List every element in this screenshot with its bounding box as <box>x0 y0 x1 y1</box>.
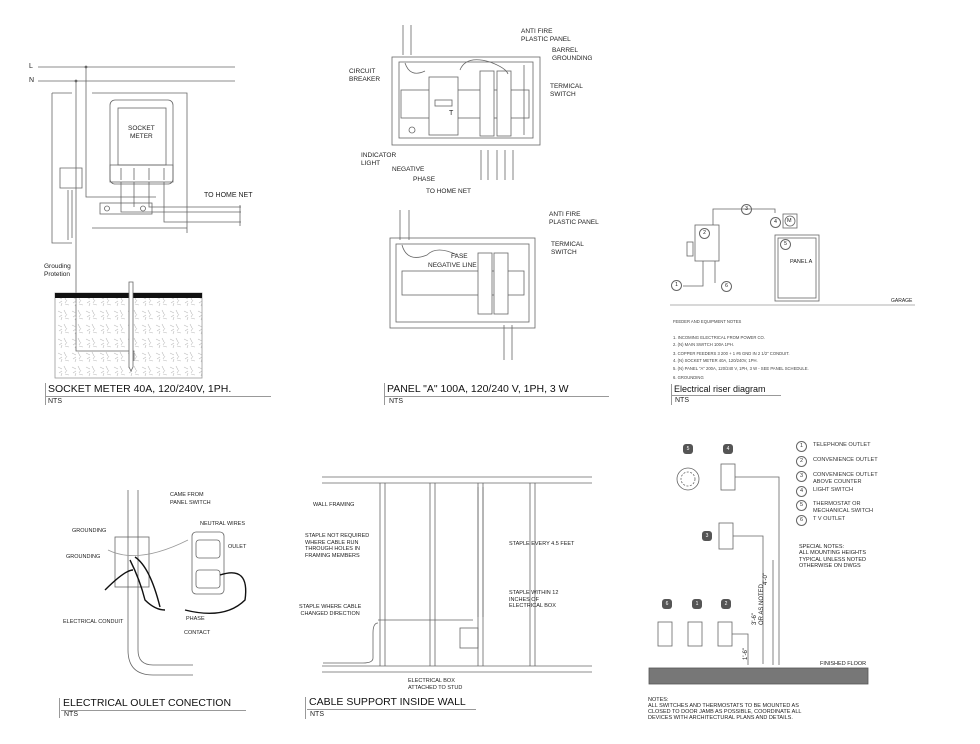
legend-text: CONVENIENCE OUTLET <box>813 457 878 463</box>
phase-label: PHASE <box>413 176 436 183</box>
riser-drawing <box>670 208 915 306</box>
dim-3ft6-label: 3'-6" OR AS NOTED <box>752 583 765 625</box>
breaker-mark: T <box>449 110 454 117</box>
legend-item: 1 TELEPHONE OUTLET <box>796 441 871 452</box>
to-home-net-label: TO HOME NET <box>204 192 253 199</box>
legend-number: 5 <box>796 500 807 511</box>
anti-fire-label: ANTI FIRE PLASTIC PANEL <box>521 28 571 43</box>
neutral-wires-label: NEUTRAL WIRES <box>200 521 246 527</box>
marker-2: 2 <box>699 228 710 239</box>
negative-line-label: NEGATIVE LINE <box>428 262 477 269</box>
diagram-title: SOCKET METER 40A, 120/240V, 1PH. <box>46 383 272 397</box>
socket-meter-drawing <box>38 65 241 379</box>
staple-direction-label: STAPLE WHERE CABLE CHANGED DIRECTION <box>299 604 362 617</box>
outlet-connection-drawing <box>104 490 247 676</box>
staple-every-label: STAPLE EVERY 4.5 FEET <box>509 541 575 547</box>
note-item: 5. (N) PANEL "A" 200A, 120/240 V, 1PH, 3… <box>673 366 809 371</box>
cable-support-drawing <box>322 476 592 673</box>
box-attached-label: ELECTRICAL BOX ATTACHED TO STUD <box>408 678 463 691</box>
terminal-switch-label: TERMICAL SWITCH <box>550 83 583 98</box>
scale-label: NTS <box>48 398 62 405</box>
hex-marker: 2 <box>721 599 731 609</box>
special-notes: SPECIAL NOTES: ALL MOUNTING HEIGHTS TYPI… <box>799 544 867 569</box>
scale-label: NTS <box>389 398 403 405</box>
title-bar <box>384 383 385 405</box>
note-item: 6. GROUNDING <box>673 375 704 380</box>
grounding-label: Grouding Protetion <box>44 263 71 278</box>
grounding-label: GROUNDING <box>72 528 107 534</box>
panel-bottom-drawing <box>389 210 536 360</box>
hex-marker: 6 <box>662 599 672 609</box>
legend-text: THERMOSTAT OR MECHANICAL SWITCH <box>813 501 874 514</box>
terminal-switch-label: TERMICAL SWITCH <box>551 241 584 256</box>
legend-text: LIGHT SWITCH <box>813 487 853 493</box>
wall-framing-label: WALL FRAMING <box>313 502 355 508</box>
legend-text: CONVENIENCE OUTLET ABOVE COUNTER <box>813 472 878 485</box>
came-from-label: CAME FROM PANEL SWITCH <box>170 492 211 506</box>
line-n-label: N <box>29 77 35 84</box>
hex-marker: 1 <box>692 599 702 609</box>
marker-1: 1 <box>671 280 682 291</box>
outlet-label: OULET <box>228 544 247 550</box>
marker-4: 4 <box>770 217 781 228</box>
meter-label: M <box>787 218 792 224</box>
diagram-title: CABLE SUPPORT INSIDE WALL <box>307 696 476 710</box>
panel-top-drawing <box>391 25 541 180</box>
legend-number: 1 <box>796 441 807 452</box>
staple-not-required-label: STAPLE NOT REQUIRED WHERE CABLE RUN THRO… <box>305 533 370 559</box>
hex-marker: 5 <box>683 444 693 454</box>
legend-number: 2 <box>796 456 807 467</box>
scale-label: NTS <box>675 397 689 404</box>
to-home-net-label: TO HOME NET <box>426 188 472 195</box>
legend-item: 6 T V OUTLET <box>796 515 845 526</box>
hex-marker: 4 <box>723 444 733 454</box>
note-item: 2. (N) MAIN SWITCH 100A 1PH. <box>673 342 734 347</box>
negative-label: NEGATIVE <box>392 166 425 173</box>
marker-3: 3 <box>741 204 752 215</box>
title-bar <box>59 698 60 718</box>
staple-within-label: STAPLE WITHIN 12 INCHES OF ELECTRICAL BO… <box>509 590 559 609</box>
marker-6: 6 <box>721 281 732 292</box>
notes-header: FEEDER AND EQUIPMENT NOTES <box>673 319 742 324</box>
note-item: 1. INCOMING ELECTRICAL FROM POWER CO. <box>673 335 765 340</box>
anti-fire-label: ANTI FIRE PLASTIC PANEL <box>549 211 599 226</box>
marker-5: 5 <box>780 239 791 250</box>
title-bar <box>305 697 306 719</box>
barrel-grounding-label: BARREL GROUNDING <box>552 47 593 62</box>
mounting-notes: NOTES: ALL SWITCHES AND THERMOSTATS TO B… <box>648 697 802 721</box>
grounding-label: GROUNDING <box>66 554 101 560</box>
diagram-title: ELECTRICAL OULET CONECTION <box>61 697 247 711</box>
legend-text: T V OUTLET <box>813 516 846 522</box>
diagram-title: Electrical riser diagram <box>672 384 781 396</box>
socket-meter-label: SOCKET METER <box>128 125 155 140</box>
scale-label: NTS <box>310 711 324 718</box>
line-l-label: L <box>29 63 33 70</box>
circuit-breaker-label: CIRCUIT BREAKER <box>349 68 381 83</box>
finished-floor-label: FINISHED FLOOR <box>820 661 867 667</box>
diagram-title: PANEL "A" 100A, 120/240 V, 1PH, 3 W <box>385 383 609 397</box>
title-bar <box>671 384 672 405</box>
phase-label: PHASE <box>186 616 205 622</box>
contact-label: CONTACT <box>184 630 211 636</box>
electrical-conduit-label: ELECTRICAL CONDUIT <box>63 619 124 625</box>
legend-number: 3 <box>796 471 807 482</box>
legend-item: 3 CONVENIENCE OUTLET ABOVE COUNTER <box>796 471 878 485</box>
mounting-drawing <box>648 463 869 685</box>
garage-label: GARAGE <box>891 298 913 304</box>
indicator-light-label: INDICATOR LIGHT <box>361 152 397 167</box>
legend-text: TELEPHONE OUTLET <box>813 442 871 448</box>
scale-label: NTS <box>64 711 78 718</box>
note-item: 4. (N) SOCKET METER 40A, 120/240V, 1PH. <box>673 358 758 363</box>
dim-1ft6-label: 1'-6" <box>743 648 749 660</box>
hex-marker: 3 <box>702 531 712 541</box>
fase-label: FASE <box>451 253 468 260</box>
legend-item: 2 CONVENIENCE OUTLET <box>796 456 878 467</box>
title-bar <box>45 383 46 405</box>
note-item: 3. COPPER FEEDERS 3 200 + 1 #6 GND IN 2 … <box>673 351 790 356</box>
legend-number: 4 <box>796 486 807 497</box>
legend-item: 5 THERMOSTAT OR MECHANICAL SWITCH <box>796 500 873 514</box>
panel-a-label: PANEL A <box>790 259 813 265</box>
legend-number: 6 <box>796 515 807 526</box>
legend-item: 4 LIGHT SWITCH <box>796 486 853 497</box>
